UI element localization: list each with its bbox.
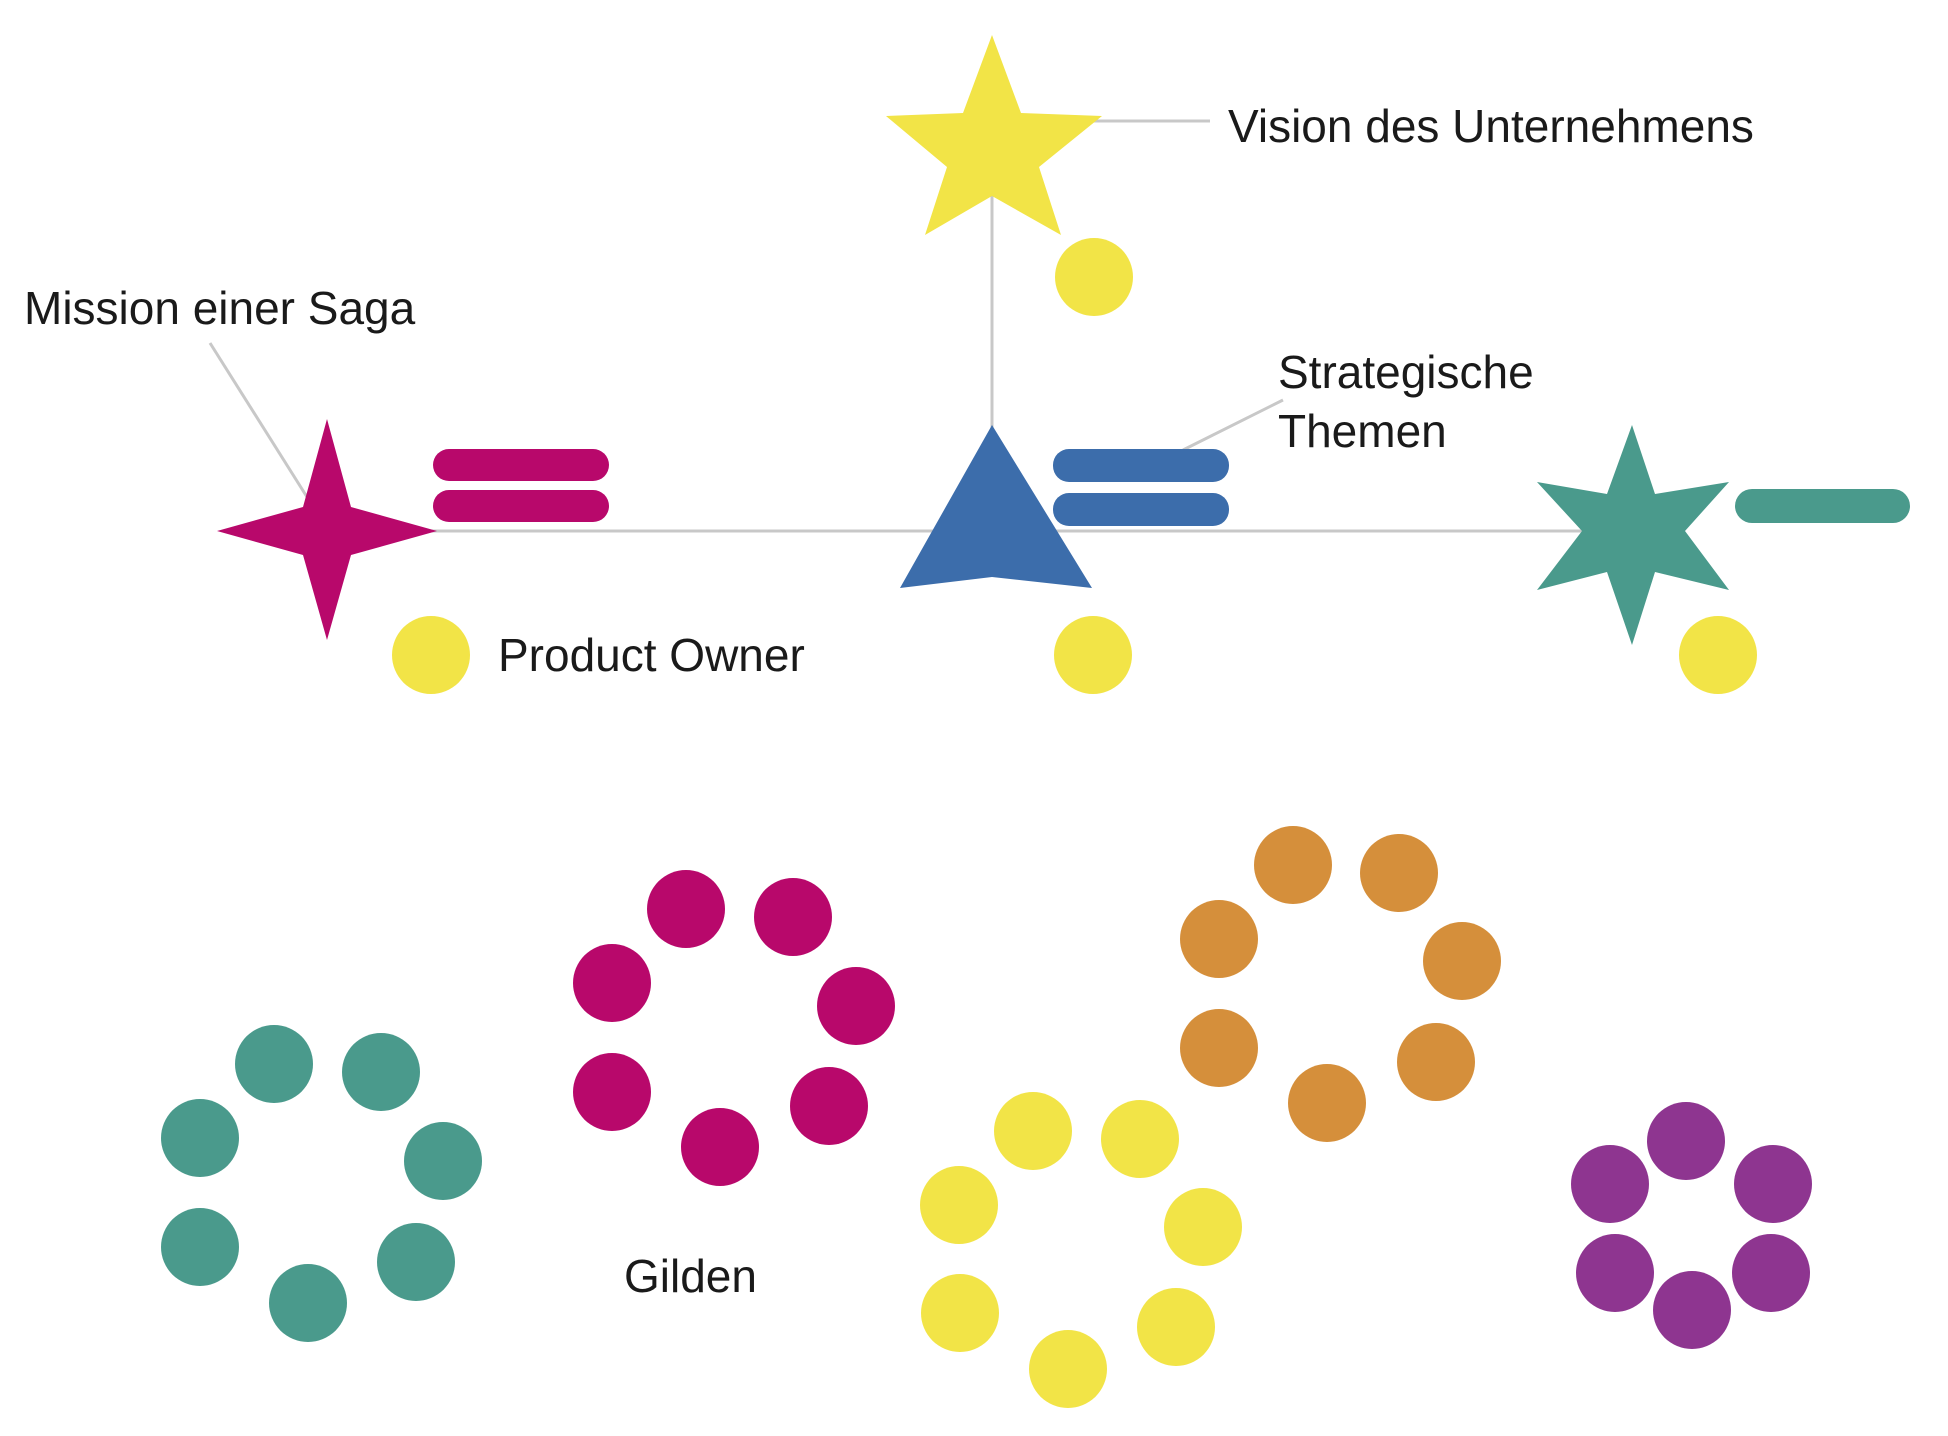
guild-member-dot [1254,826,1332,904]
guild-member-dot [1571,1145,1649,1223]
guild-cluster-teal [161,1025,482,1342]
guild-member-dot [161,1208,239,1286]
guild-member-dot [1101,1100,1179,1178]
guild-member-dot [342,1033,420,1111]
guild-member-dot [681,1108,759,1186]
guild-member-dot [1732,1234,1810,1312]
mission-label-leader [208,342,309,498]
guild-member-dot [1288,1064,1366,1142]
guild-member-dot [1397,1023,1475,1101]
guild-member-dot [647,870,725,948]
guilds-label: Gilden [624,1250,757,1302]
guild-member-dot [161,1099,239,1177]
vision-label: Vision des Unternehmens [1228,100,1754,152]
guild-member-dot [1653,1271,1731,1349]
mission-four-point-star-icon [217,419,437,640]
vision-star-icon [886,35,1102,235]
guild-member-dot [1360,834,1438,912]
strategic-themes-label-leader [1182,398,1284,452]
center-triangle-icon [900,425,1092,588]
product-owner-dot-right [1679,616,1757,694]
guild-member-dot [1734,1145,1812,1223]
guild-member-dot [921,1274,999,1352]
right-six-point-star-icon [1537,425,1729,645]
guild-member-dot [404,1122,482,1200]
product-owner-dot-center [1054,616,1132,694]
product-owner-dot-left [392,616,470,694]
guild-member-dot [920,1166,998,1244]
vision-owner-dot [1055,238,1133,316]
strategic-themes-label-line2: Themen [1278,405,1447,457]
strategic-theme-bar-1 [1053,449,1229,482]
guild-member-dot [235,1025,313,1103]
guild-member-dot [573,944,651,1022]
guild-member-dot [754,878,832,956]
guild-member-dot [1180,900,1258,978]
guild-member-dot [790,1067,868,1145]
guild-cluster-orange [1180,826,1501,1142]
guild-member-dot [817,967,895,1045]
guild-cluster-purple [1571,1102,1812,1349]
guild-member-dot [377,1223,455,1301]
guild-cluster-yellow [920,1092,1242,1408]
guild-member-dot [1164,1188,1242,1266]
product-owner-label: Product Owner [498,629,805,681]
guild-member-dot [1647,1102,1725,1180]
guild-member-dot [1180,1009,1258,1087]
right-theme-bar [1735,489,1910,523]
guild-member-dot [1576,1234,1654,1312]
guild-member-dot [269,1264,347,1342]
strategic-theme-bar-2 [1053,493,1229,526]
guild-cluster-magenta [573,870,895,1186]
strategic-themes-label-line1: Strategische [1278,346,1534,398]
guild-member-dot [573,1053,651,1131]
guild-member-dot [1137,1288,1215,1366]
guild-member-dot [994,1092,1072,1170]
guild-member-dot [1029,1330,1107,1408]
mission-label: Mission einer Saga [24,282,416,334]
mission-theme-bar-1 [433,449,609,481]
mission-theme-bar-2 [433,490,609,522]
guild-member-dot [1423,922,1501,1000]
